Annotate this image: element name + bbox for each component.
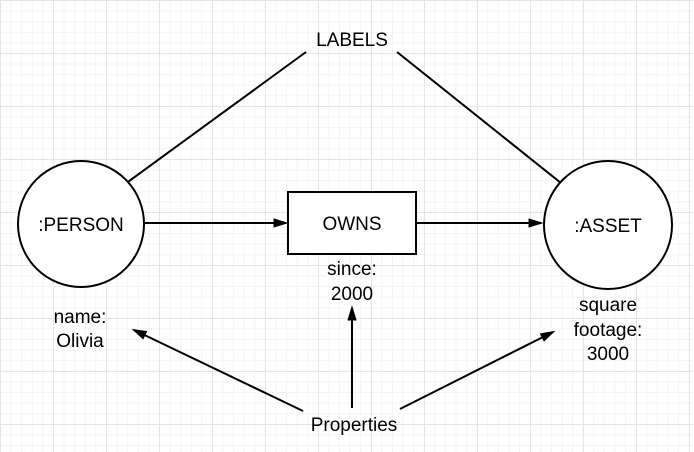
asset-property-line-1: square: [579, 295, 637, 316]
asset-property-text[interactable]: square footage: 3000: [574, 295, 643, 365]
arrow-labels-to-asset[interactable]: [396, 51, 589, 205]
arrow-properties-to-asset-props[interactable]: [399, 330, 556, 410]
properties-annotation-text[interactable]: Properties: [311, 415, 398, 436]
person-node-label: :PERSON: [38, 215, 124, 236]
person-node-circle[interactable]: [17, 160, 145, 288]
labels-annotation-text[interactable]: LABELS: [316, 30, 388, 51]
owns-property-line-1: since:: [327, 259, 377, 280]
person-property-text[interactable]: name: Olivia: [54, 307, 107, 352]
owns-relationship-label: OWNS: [322, 214, 381, 235]
arrow-labels-to-person[interactable]: [96, 51, 307, 205]
asset-property-line-3: 3000: [587, 344, 629, 365]
asset-property-line-2: footage:: [574, 320, 643, 341]
owns-property-text[interactable]: since: 2000: [327, 259, 377, 305]
person-property-line-2: Olivia: [56, 331, 104, 352]
asset-node-label: :ASSET: [574, 216, 642, 237]
person-property-line-1: name:: [54, 307, 107, 328]
arrow-properties-to-person-props[interactable]: [131, 328, 304, 412]
owns-relationship-box[interactable]: [287, 191, 417, 255]
owns-property-line-2: 2000: [331, 284, 373, 305]
asset-node-circle[interactable]: [543, 160, 673, 290]
